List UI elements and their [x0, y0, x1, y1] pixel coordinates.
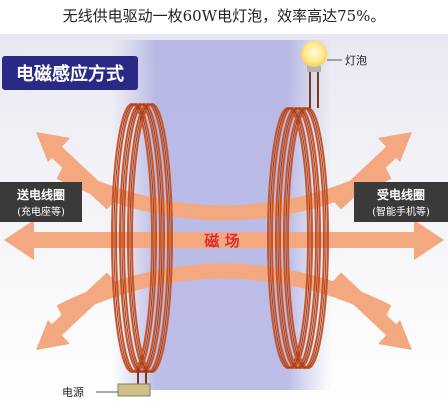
bulb-icon [301, 41, 327, 67]
field-label: 磁 场 [204, 232, 239, 250]
transmitter-coil [111, 103, 173, 373]
title-block: 电磁感应方式 [2, 56, 138, 90]
arrowhead-lower-left [36, 320, 70, 350]
receiver-tag-background [354, 182, 448, 222]
field-arrow-upper-right [330, 138, 406, 210]
field-arrows [4, 132, 444, 350]
title-background [2, 56, 138, 90]
receiver-coil [267, 107, 329, 369]
caption: 无线供电驱动一枚60W电灯泡，效率高达75%。 [62, 7, 386, 25]
bulb-label: 灯泡 [345, 53, 367, 67]
title-text: 电磁感应方式 [16, 63, 124, 85]
arrowhead-lower-right [378, 320, 412, 350]
transmitter-sublabel: (充电座等) [17, 205, 65, 218]
power-source-box [117, 383, 151, 397]
diagram-svg: 电磁感应方式 [0, 34, 448, 404]
transmitter-tag-background [0, 182, 82, 222]
field-arrow-horizontal [28, 232, 420, 248]
transmitter-coil-shade [113, 103, 171, 373]
receiver-sublabel: (智能手机等) [372, 205, 430, 218]
receiver-coil-shade [269, 107, 327, 369]
transmitter-tag: 送电线圈 (充电座等) [0, 182, 82, 222]
diagram-panel: 电磁感应方式 [0, 34, 448, 404]
field-arrow-upper-left [42, 138, 118, 210]
receiver-label: 受电线圈 [377, 187, 425, 202]
field-arrow-lower-left [42, 272, 118, 344]
arrowhead-upper-right [378, 132, 412, 162]
receiver-tag: 受电线圈 (智能手机等) [354, 182, 448, 222]
arrowhead-upper-left [36, 132, 70, 162]
arrowhead-right [414, 220, 444, 260]
bulb: 灯泡 [301, 41, 367, 108]
field-arrow-lower-right [330, 272, 406, 344]
power-label: 电源 [62, 385, 84, 399]
arrowhead-left [4, 220, 34, 260]
bulb-base [307, 64, 321, 72]
transmitter-label: 送电线圈 [16, 187, 65, 202]
power-source: 电源 [62, 370, 151, 399]
